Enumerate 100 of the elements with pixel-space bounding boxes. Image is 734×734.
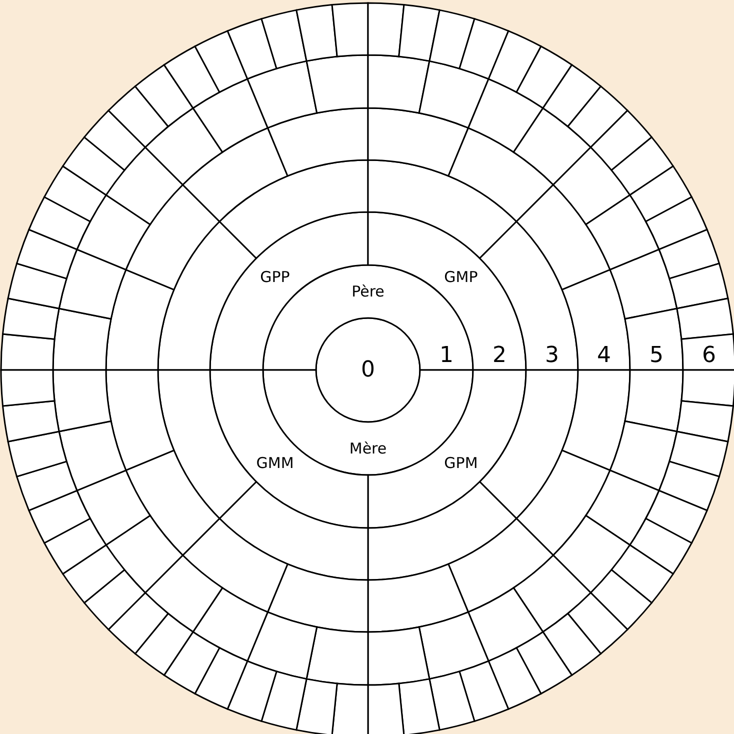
fan-sector [428, 670, 476, 731]
fan-sector [516, 184, 611, 290]
fan-sector [585, 470, 660, 546]
fan-sector [306, 54, 369, 114]
fan-sector [105, 268, 175, 371]
fan-sector [448, 127, 554, 222]
fan-sector [0, 369, 56, 407]
fan-sector [590, 569, 652, 630]
fan-sector [561, 369, 631, 472]
fan-sector [105, 369, 175, 472]
fan-sector [266, 563, 369, 633]
generation-number: 3 [545, 344, 559, 368]
ancestor-label: Mère [349, 440, 387, 458]
fan-sector [7, 430, 68, 478]
fan-sector [125, 184, 220, 290]
fan-sector [680, 333, 734, 371]
generation-number: 2 [492, 344, 506, 368]
fan-sector [458, 18, 510, 80]
fan-sector [418, 60, 490, 129]
fan-sector [260, 670, 308, 731]
ancestor-label: GPP [260, 268, 290, 286]
generation-number: 4 [597, 344, 611, 368]
fan-sector [367, 682, 405, 734]
fan-sector [468, 78, 544, 153]
fan-sector [488, 30, 542, 93]
fan-sector [542, 64, 602, 128]
fan-sector [16, 460, 78, 512]
fan-sector [609, 248, 678, 320]
fan-sector [306, 626, 369, 686]
fan-sector [246, 60, 318, 129]
generation-number: 1 [440, 344, 454, 368]
fan-sector [296, 678, 338, 734]
fan-sector [192, 78, 268, 153]
fan-sector [658, 228, 720, 280]
fan-sector [163, 46, 220, 109]
fan-sector [629, 518, 692, 575]
fan-sector [58, 248, 127, 320]
ancestor-label: GPM [444, 454, 478, 472]
fan-sector [512, 554, 592, 633]
fan-sector [144, 554, 224, 633]
fan-sector [552, 514, 631, 594]
ancestor-label: GMM [256, 454, 294, 472]
fan-sector [2, 400, 60, 442]
fan-sector [2, 298, 60, 340]
fan-sector [28, 196, 91, 250]
fan-sector [629, 165, 692, 222]
fan-sector [561, 268, 631, 371]
fan-sector [266, 107, 369, 177]
generation-number: 6 [702, 344, 716, 368]
fan-sector [76, 194, 151, 270]
fan-sector [7, 262, 68, 310]
fan-sector [125, 450, 220, 556]
fan-sector [610, 544, 674, 604]
fan-sector [246, 611, 318, 680]
fan-sector [105, 514, 184, 594]
fan-sector [398, 678, 440, 734]
fan-sector [448, 518, 554, 613]
fan-sector [84, 569, 146, 630]
fan-sector [610, 136, 674, 196]
fan-sector [44, 518, 107, 575]
fan-sector [260, 9, 308, 70]
fan-sector [226, 660, 278, 722]
fan-sector [134, 612, 194, 676]
fan-sector [658, 460, 720, 512]
fan-sector [28, 490, 91, 544]
fan-sector [84, 110, 146, 171]
center-circle [315, 317, 421, 423]
fan-sector [398, 4, 440, 62]
fan-sector [516, 46, 573, 109]
fan-sector [512, 107, 592, 186]
fan-sector [645, 196, 708, 250]
fan-sector [367, 563, 470, 633]
fan-sector [418, 611, 490, 680]
fan-sector [488, 647, 542, 710]
fan-sector [428, 9, 476, 70]
generation-number: 0 [361, 358, 375, 382]
fan-sector [567, 86, 628, 148]
fan-sector [144, 107, 224, 186]
fan-sector [192, 587, 268, 662]
fan-sector [645, 490, 708, 544]
ancestor-label: GMP [444, 268, 478, 286]
fan-sector [296, 4, 338, 62]
fan-sector [516, 450, 611, 556]
fan-sector [590, 110, 652, 171]
fan-sector [76, 470, 151, 546]
fan-sector [108, 592, 169, 654]
fan-sector [367, 107, 470, 177]
fan-sector [624, 308, 684, 371]
fan-sector [516, 631, 573, 694]
fan-sector [609, 420, 678, 492]
fan-sector [182, 127, 288, 222]
fan-sector [331, 2, 369, 58]
fan-sector [624, 369, 684, 432]
fan-sector [182, 518, 288, 613]
fan-sector [226, 18, 278, 80]
fan-sector [194, 30, 248, 93]
fan-sector [62, 136, 126, 196]
fan-sector [58, 420, 127, 492]
fan-sector [52, 369, 112, 432]
generation-number: 5 [650, 344, 664, 368]
